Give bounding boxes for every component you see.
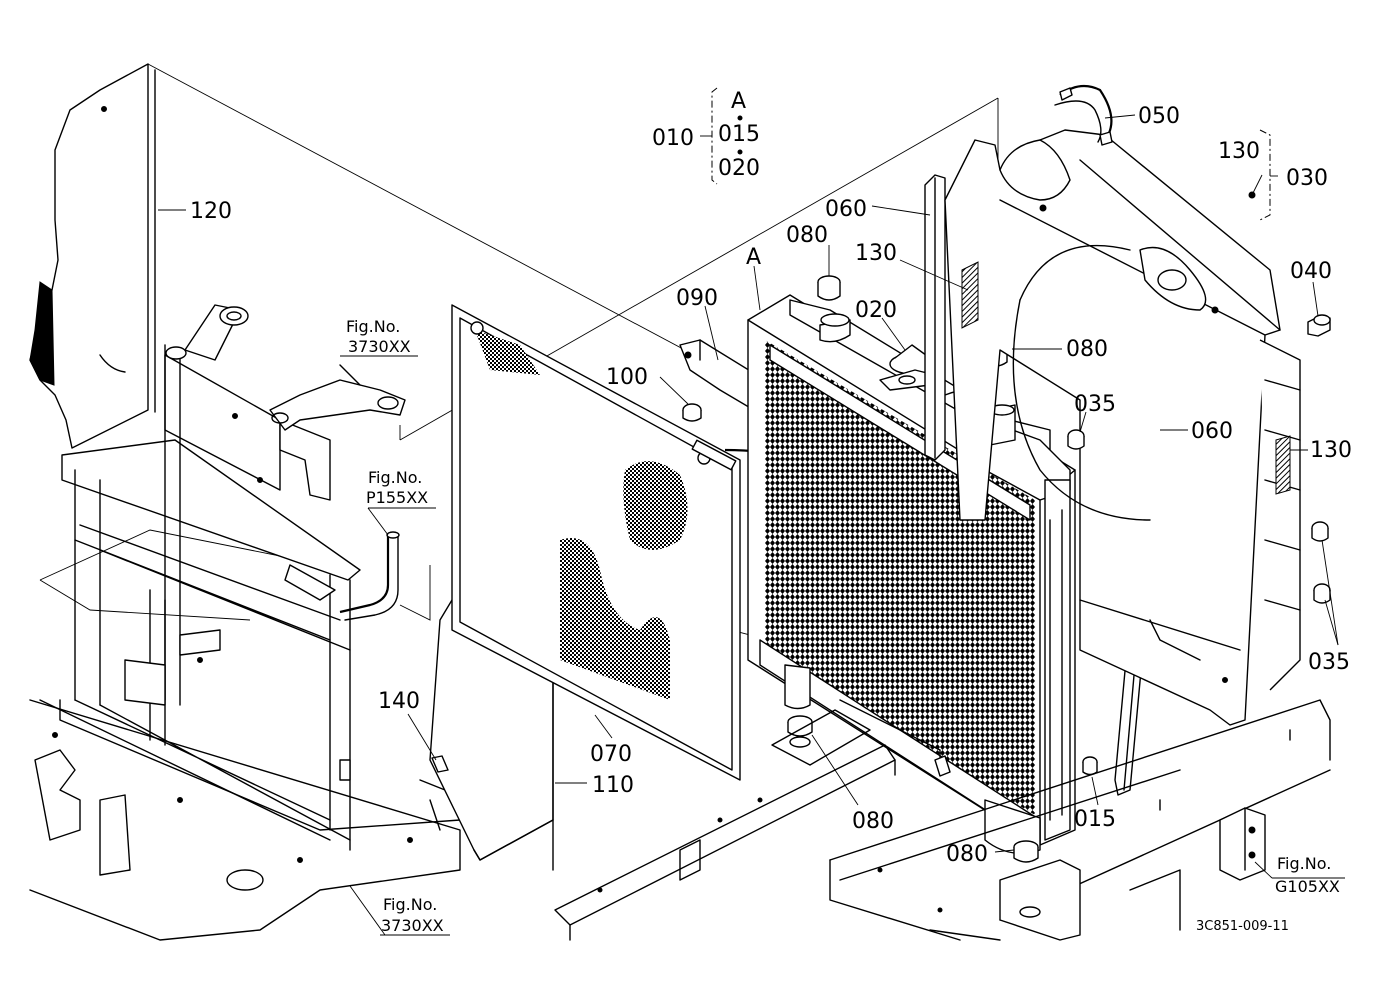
figref-3730xx-bottom-line1: Fig.No. bbox=[383, 895, 437, 914]
label-060-right: 060 bbox=[1191, 419, 1233, 444]
figure-references: Fig.No. 3730XX Fig.No. P155XX Fig.No. 37… bbox=[346, 317, 1340, 935]
label-080-mid: 080 bbox=[1066, 337, 1108, 362]
label-060-top: 060 bbox=[825, 197, 867, 222]
label-group-a: A bbox=[731, 89, 746, 114]
leader-lines bbox=[158, 114, 1345, 936]
part-100-bolt bbox=[682, 403, 702, 422]
figref-p155xx-line1: Fig.No. bbox=[368, 468, 422, 487]
group-brackets bbox=[700, 87, 1278, 221]
label-140: 140 bbox=[378, 689, 420, 714]
label-040: 040 bbox=[1290, 259, 1332, 284]
label-015-low: 015 bbox=[1074, 807, 1116, 832]
label-110: 110 bbox=[592, 773, 634, 798]
label-130-group: 130 bbox=[1218, 139, 1260, 164]
label-030: 030 bbox=[1286, 166, 1328, 191]
part-030-fan-shroud bbox=[944, 129, 1301, 726]
bolts-and-plugs bbox=[1067, 314, 1331, 776]
figref-g105xx-line1: Fig.No. bbox=[1277, 854, 1331, 873]
label-130-mid: 130 bbox=[855, 241, 897, 266]
figref-g105xx-line2: G105XX bbox=[1275, 877, 1340, 896]
figref-p155xx-line2: P155XX bbox=[366, 488, 428, 507]
figref-3730xx-top-line1: Fig.No. bbox=[346, 317, 400, 336]
label-080-low: 080 bbox=[852, 809, 894, 834]
part-labels: 010 A 015 020 050 130 030 120 060 080 13… bbox=[190, 89, 1352, 867]
drawing-number: 3C851-009-11 bbox=[1196, 919, 1289, 934]
lower-chassis bbox=[554, 699, 1331, 941]
part-120-side-shroud bbox=[29, 63, 156, 449]
label-130-right: 130 bbox=[1310, 438, 1352, 463]
support-frame bbox=[39, 304, 471, 851]
label-120: 120 bbox=[190, 199, 232, 224]
label-035-right: 035 bbox=[1308, 650, 1350, 675]
part-130-labels bbox=[961, 261, 1291, 495]
label-035-top: 035 bbox=[1074, 392, 1116, 417]
label-090: 090 bbox=[676, 286, 718, 311]
pipe-p155 bbox=[339, 531, 431, 621]
label-070: 070 bbox=[590, 742, 632, 767]
label-015-group: 015 bbox=[718, 122, 760, 147]
label-callout-a: A bbox=[746, 245, 761, 270]
label-080-bottom: 080 bbox=[946, 842, 988, 867]
figref-3730xx-top-line2: 3730XX bbox=[348, 337, 411, 356]
floor-plate bbox=[29, 699, 461, 941]
linkage-bracket bbox=[269, 364, 406, 431]
label-020-group: 020 bbox=[718, 156, 760, 181]
label-100: 100 bbox=[606, 365, 648, 390]
radiator-assembly bbox=[747, 294, 1076, 854]
part-070-dust-screen bbox=[451, 304, 741, 781]
label-080-top: 080 bbox=[786, 223, 828, 248]
label-020-cap: 020 bbox=[855, 298, 897, 323]
part-050-hose-band bbox=[999, 84, 1113, 201]
label-010: 010 bbox=[652, 126, 694, 151]
figref-3730xx-bottom-line2: 3730XX bbox=[381, 916, 444, 935]
label-050: 050 bbox=[1138, 104, 1180, 129]
